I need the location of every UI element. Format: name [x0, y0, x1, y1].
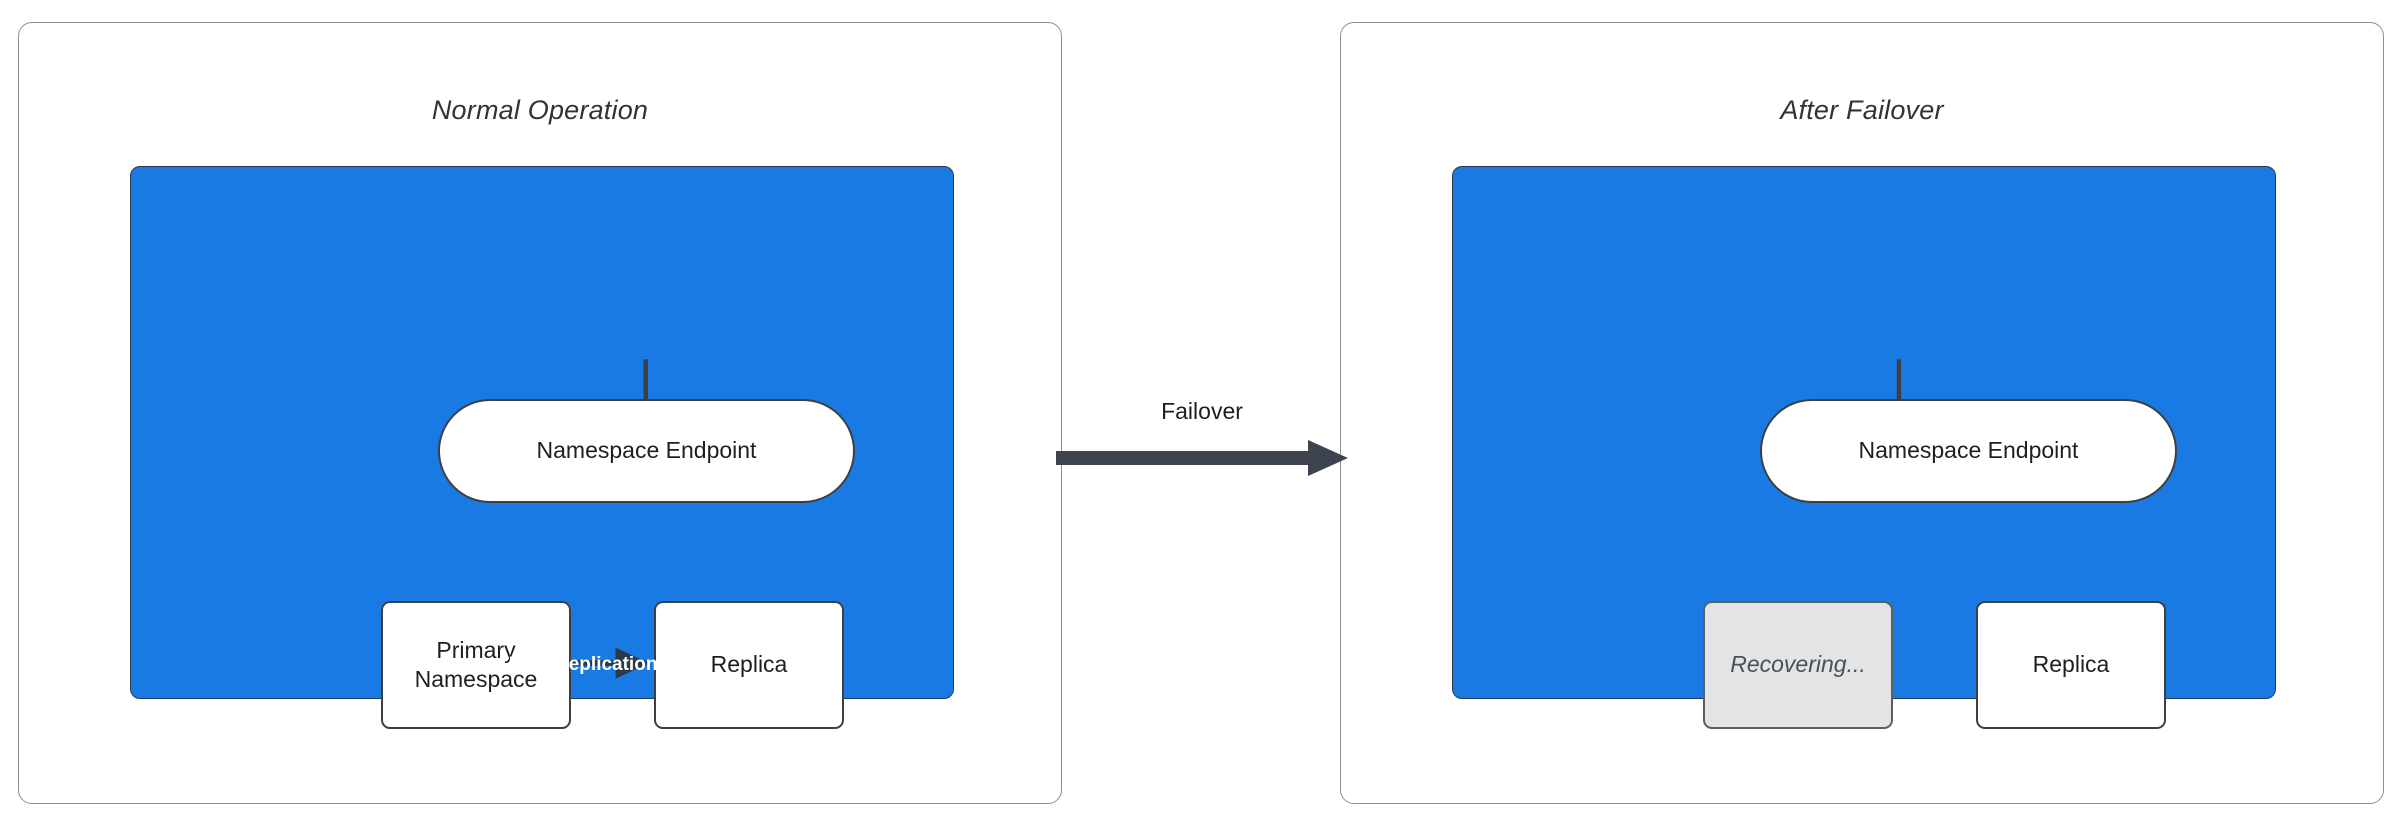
node-primary-namespace-label: Primary Namespace — [415, 636, 538, 695]
node-recovering[interactable]: Recovering... — [1703, 601, 1893, 729]
node-replica[interactable]: Replica — [1976, 601, 2166, 729]
region-box-primary: Namespace Endpoint Primary Namespace Rep… — [130, 166, 954, 729]
node-primary-namespace[interactable]: Primary Namespace — [381, 601, 571, 729]
panel-after-failover: After Failover Namespace Endpoint Recove… — [1340, 22, 2384, 804]
primary-label-line1: Primary — [436, 636, 516, 663]
region-box-failover: Namespace Endpoint Recovering... Replica — [1452, 166, 2276, 729]
panel-title-normal-operation: Normal Operation — [431, 95, 649, 125]
failover-arrow-icon — [1056, 440, 1348, 476]
failover-transition: Failover — [1056, 398, 1348, 518]
panel-title-after-failover: After Failover — [1780, 95, 1944, 125]
primary-label-line2: Namespace — [414, 666, 538, 692]
panel-normal-operation: Normal Operation Namespace Endpoint — [18, 22, 1062, 804]
failover-label: Failover — [1161, 398, 1243, 424]
node-replica[interactable]: Replica — [654, 601, 844, 729]
node-namespace-endpoint[interactable]: Namespace Endpoint — [1760, 399, 2177, 503]
edge-label-data-replication: Data Replication — [508, 654, 658, 675]
node-namespace-endpoint[interactable]: Namespace Endpoint — [438, 399, 855, 503]
